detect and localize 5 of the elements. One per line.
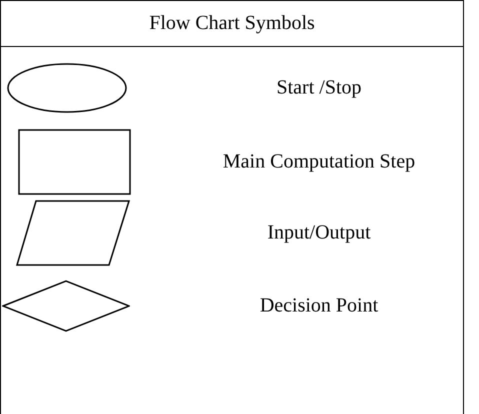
legend-label: Start /Stop [276,76,362,100]
legend-label: Main Computation Step [222,150,416,174]
legend-label: Decision Point [260,294,378,318]
legend-label: Input/Output [267,222,371,244]
title: Flow Chart Symbols [148,12,316,35]
